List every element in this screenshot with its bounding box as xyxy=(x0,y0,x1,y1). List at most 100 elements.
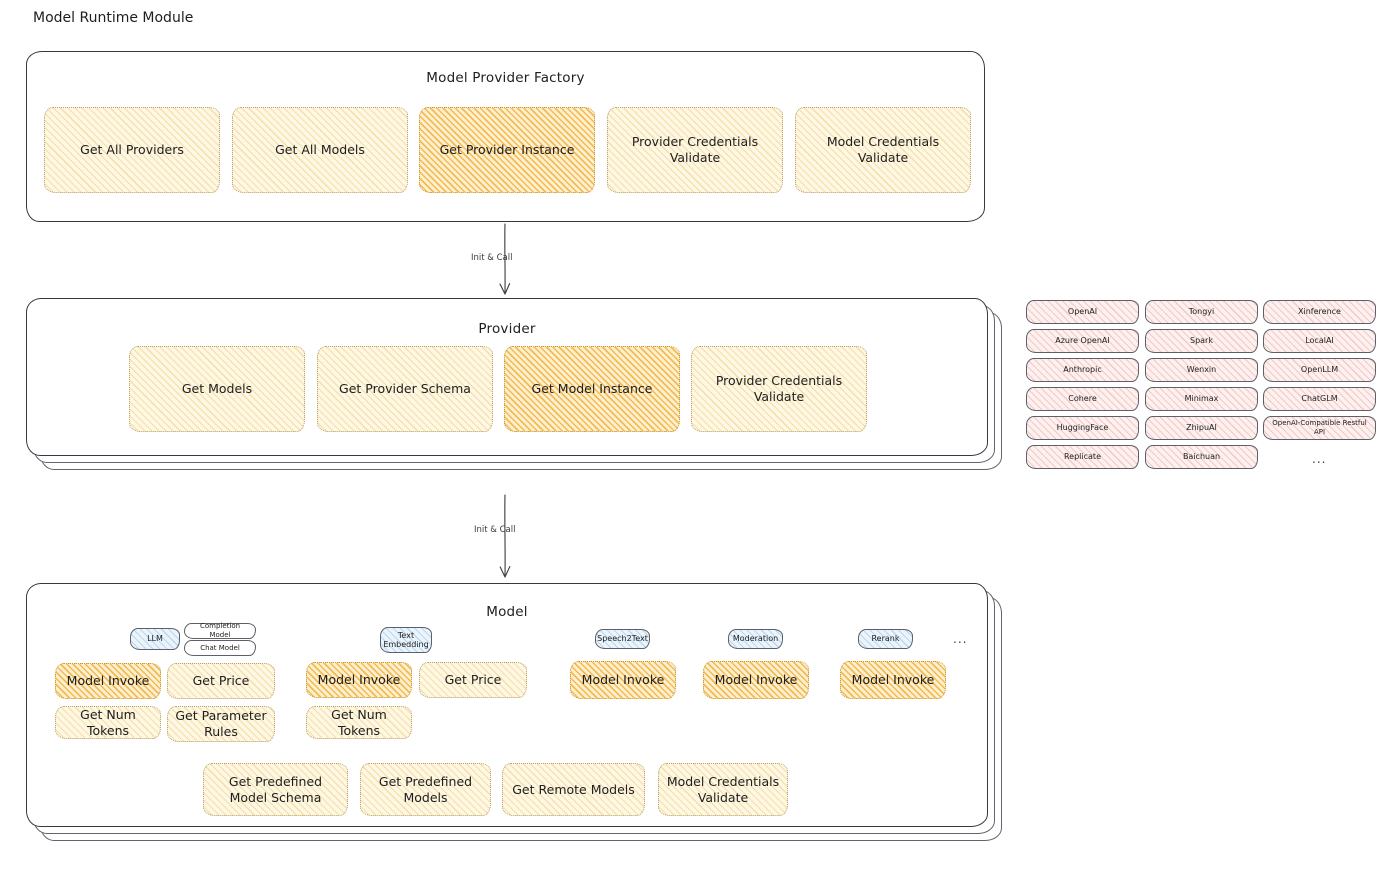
model-panel-stack xyxy=(26,583,1026,853)
provider-badge-huggingface[interactable]: HuggingFace xyxy=(1026,416,1139,440)
factory-node-label: Get All Providers xyxy=(80,142,184,158)
provider-badge-anthropic[interactable]: Anthropic xyxy=(1026,358,1139,382)
provider-badge-label: OpenAI-Compatible Restful API xyxy=(1272,419,1367,436)
provider-node-provider-credentials-validate[interactable]: Provider Credentials Validate xyxy=(691,346,867,432)
provider-node-label: Get Models xyxy=(181,381,253,397)
model-op-llm-get-price[interactable]: Get Price xyxy=(167,663,275,699)
model-type-label: Rerank xyxy=(871,634,900,643)
factory-node-label: Get All Models xyxy=(275,142,365,158)
factory-node-provider-credentials-validate[interactable]: Provider Credentials Validate xyxy=(607,107,783,193)
model-type-badge-text-embedding[interactable]: Text Embedding xyxy=(380,627,432,653)
provider-node-label: Get Provider Schema xyxy=(339,381,471,397)
arrow-1-label: Init & Call xyxy=(471,253,513,263)
factory-node-model-credentials-validate[interactable]: Model Credentials Validate xyxy=(795,107,971,193)
provider-badge-spark[interactable]: Spark xyxy=(1145,329,1258,353)
factory-node-label: Model Credentials Validate xyxy=(826,134,940,165)
provider-node-label: Get Model Instance xyxy=(531,381,653,397)
provider-node-get-models[interactable]: Get Models xyxy=(129,346,305,432)
provider-title: Provider xyxy=(478,321,536,337)
model-type-badge-rerank[interactable]: Rerank xyxy=(858,629,913,649)
model-common-get-remote-models[interactable]: Get Remote Models xyxy=(502,763,645,816)
model-common-get-predefined-models[interactable]: Get Predefined Models xyxy=(360,763,491,816)
provider-badge-tongyi[interactable]: Tongyi xyxy=(1145,300,1258,324)
model-op-label: Get Parameter Rules xyxy=(175,708,267,739)
model-types-more: ... xyxy=(953,632,968,646)
model-subtype-label: Completion Model xyxy=(199,622,241,639)
model-op-rerank-model-invoke[interactable]: Model Invoke xyxy=(840,661,946,699)
arrow-2-label: Init & Call xyxy=(474,525,516,535)
provider-badge-openllm[interactable]: OpenLLM xyxy=(1263,358,1376,382)
model-title: Model xyxy=(486,604,528,620)
model-op-text-embedding-get-num-tokens[interactable]: Get Num Tokens xyxy=(306,706,412,739)
provider-badge-label: OpenAI xyxy=(1067,307,1098,316)
model-type-badge-speech2text[interactable]: Speech2Text xyxy=(595,629,650,649)
provider-badge-label: ZhipuAI xyxy=(1186,423,1217,432)
model-op-text-embedding-get-price[interactable]: Get Price xyxy=(419,662,527,698)
model-type-badge-llm[interactable]: LLM xyxy=(130,628,180,650)
provider-node-get-model-instance[interactable]: Get Model Instance xyxy=(504,346,680,432)
provider-node-label: Provider Credentials Validate xyxy=(715,373,843,404)
provider-badge-localai[interactable]: LocalAI xyxy=(1263,329,1376,353)
model-common-model-credentials-validate[interactable]: Model Credentials Validate xyxy=(658,763,788,816)
provider-badge-azure-openai[interactable]: Azure OpenAI xyxy=(1026,329,1139,353)
model-op-label: Model Invoke xyxy=(714,672,798,688)
provider-badge-label: LocalAI xyxy=(1305,336,1334,345)
model-op-label: Model Invoke xyxy=(317,672,401,688)
provider-badge-wenxin[interactable]: Wenxin xyxy=(1145,358,1258,382)
model-common-get-predefined-model-schema[interactable]: Get Predefined Model Schema xyxy=(203,763,348,816)
factory-node-get-all-providers[interactable]: Get All Providers xyxy=(44,107,220,193)
model-op-label: Model Invoke xyxy=(581,672,665,688)
provider-badge-baichuan[interactable]: Baichuan xyxy=(1145,445,1258,469)
provider-badge-openai[interactable]: OpenAI xyxy=(1026,300,1139,324)
model-op-speech2text-model-invoke[interactable]: Model Invoke xyxy=(570,661,676,699)
provider-badge-label: Baichuan xyxy=(1182,452,1221,461)
provider-badge-cohere[interactable]: Cohere xyxy=(1026,387,1139,411)
model-type-label: Text Embedding xyxy=(383,630,429,649)
model-type-label: Moderation xyxy=(732,634,779,643)
provider-badge-label: Xinference xyxy=(1298,307,1341,316)
model-op-label: Get Num Tokens xyxy=(331,706,387,738)
model-op-label: Get Price xyxy=(444,672,502,688)
model-op-moderation-model-invoke[interactable]: Model Invoke xyxy=(703,661,809,699)
arrow-factory-to-provider xyxy=(499,223,511,295)
provider-badge-label: Tongyi xyxy=(1188,307,1215,316)
provider-badge-chatglm[interactable]: ChatGLM xyxy=(1263,387,1376,411)
factory-title: Model Provider Factory xyxy=(426,70,585,86)
provider-badge-label: Minimax xyxy=(1184,394,1219,403)
model-subtype-label: Chat Model xyxy=(200,643,240,652)
model-subtype-completion-model[interactable]: Completion Model xyxy=(184,622,256,639)
provider-badge-label: Azure OpenAI xyxy=(1055,336,1110,345)
factory-node-get-all-models[interactable]: Get All Models xyxy=(232,107,408,193)
model-op-llm-get-num-tokens[interactable]: Get Num Tokens xyxy=(55,706,161,739)
provider-badge-replicate[interactable]: Replicate xyxy=(1026,445,1139,469)
model-op-label: Get Num Tokens xyxy=(80,706,136,738)
factory-node-get-provider-instance[interactable]: Get Provider Instance xyxy=(419,107,595,193)
model-common-label: Model Credentials Validate xyxy=(666,773,780,805)
provider-badge-label: Wenxin xyxy=(1186,365,1217,374)
model-op-llm-model-invoke[interactable]: Model Invoke xyxy=(55,663,161,699)
provider-badge-label: Cohere xyxy=(1068,394,1097,403)
provider-badge-label: Replicate xyxy=(1063,452,1101,461)
model-common-label: Get Predefined Models xyxy=(378,773,473,805)
model-type-badge-moderation[interactable]: Moderation xyxy=(728,629,783,649)
model-op-label: Model Invoke xyxy=(851,672,935,688)
model-op-label: Model Invoke xyxy=(66,673,150,689)
model-common-label: Get Predefined Model Schema xyxy=(228,773,323,805)
provider-node-get-provider-schema[interactable]: Get Provider Schema xyxy=(317,346,493,432)
model-type-label: Speech2Text xyxy=(597,634,648,643)
provider-badge-xinference[interactable]: Xinference xyxy=(1263,300,1376,324)
provider-badge-label: HuggingFace xyxy=(1056,423,1109,432)
provider-list-more: ... xyxy=(1312,452,1327,466)
model-common-label: Get Remote Models xyxy=(512,781,635,797)
provider-badge-openai-compatible-restful-api[interactable]: OpenAI-Compatible Restful API xyxy=(1263,416,1376,440)
provider-badge-minimax[interactable]: Minimax xyxy=(1145,387,1258,411)
model-op-label: Get Price xyxy=(192,673,250,689)
model-op-llm-get-parameter-rules[interactable]: Get Parameter Rules xyxy=(167,706,275,742)
model-subtype-chat-model[interactable]: Chat Model xyxy=(184,640,256,656)
factory-node-label: Provider Credentials Validate xyxy=(631,134,759,165)
provider-badge-label: Spark xyxy=(1190,336,1213,345)
arrow-provider-to-model xyxy=(499,494,511,578)
provider-badge-label: ChatGLM xyxy=(1301,394,1338,403)
provider-badge-zhipuai[interactable]: ZhipuAI xyxy=(1145,416,1258,440)
model-op-text-embedding-model-invoke[interactable]: Model Invoke xyxy=(306,662,412,698)
